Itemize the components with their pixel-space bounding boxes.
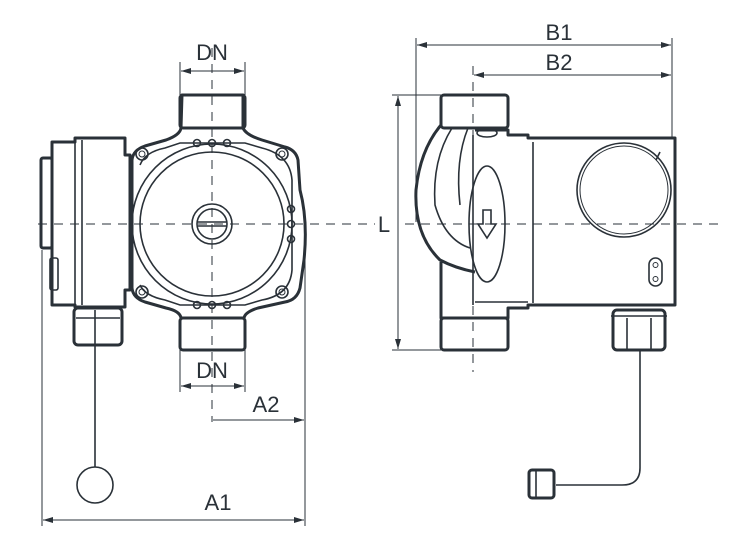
dimension-a1: A1 [41,250,304,526]
side-view-pump [414,93,677,500]
l-label: L [378,212,390,237]
flow-direction-arrow-icon [476,209,498,240]
a1-label: A1 [205,490,232,515]
holes [192,138,296,310]
dn-top-label: DN [196,40,228,65]
dimension-b1: B1 [415,20,673,222]
terminal-box-side [39,136,132,504]
dimension-l: L [378,94,441,351]
dimension-dn-bottom: DN [179,350,246,392]
b1-label: B1 [546,20,573,45]
a2-label: A2 [253,392,280,417]
front-view-pump [39,93,307,504]
dimension-dn-top: DN [179,40,246,95]
dimension-a2: A2 [213,232,306,526]
bolts [135,147,289,299]
dimension-b2: B2 [474,50,671,78]
b2-label: B2 [546,50,573,75]
dn-bottom-label: DN [196,358,228,383]
